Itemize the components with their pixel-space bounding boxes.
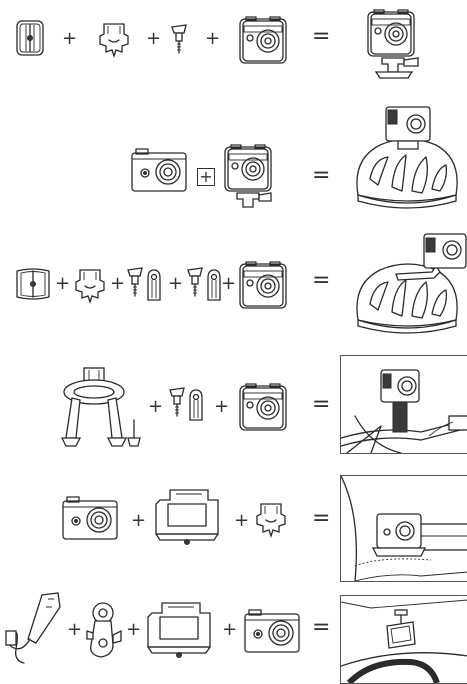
waterproof-case-icon	[239, 261, 287, 309]
plus-sign: +	[168, 273, 184, 294]
plus-sign: +	[148, 396, 164, 417]
buckle-mount-icon	[256, 503, 286, 537]
equals-sign: =	[312, 163, 331, 188]
plus-sign: +	[67, 619, 83, 640]
helmet-top-icon	[356, 106, 458, 209]
plus-sign: +	[126, 619, 142, 640]
step-handlebar-mount: + + =	[0, 350, 467, 460]
flat-adhesive-mount-icon	[16, 20, 44, 56]
buckle-mount-icon	[99, 23, 129, 57]
helmet-side-icon	[356, 233, 467, 334]
camera-icon	[62, 496, 118, 540]
plus-sign: +	[62, 28, 78, 49]
plus-sign: +	[131, 510, 147, 531]
equals-sign: =	[312, 506, 331, 531]
equals-sign: =	[312, 615, 331, 640]
bike-handlebar-icon	[340, 355, 467, 454]
camera-icon	[131, 148, 187, 192]
step-car-charger-mount: + + + =	[0, 585, 467, 684]
car-charger-icon	[5, 592, 61, 664]
step-strap-clip-mount: + + =	[0, 460, 467, 582]
equals-sign: =	[312, 24, 331, 49]
screw-and-pivot-arm-icon	[187, 267, 221, 301]
equals-sign: =	[312, 392, 331, 417]
plus-sign: +	[110, 273, 126, 294]
screw-and-pivot-arm-icon	[169, 387, 203, 421]
plus-sign: +	[205, 28, 221, 49]
plus-sign: +	[234, 510, 250, 531]
thumb-screw-icon	[171, 24, 187, 54]
screw-and-pivot-arm-icon	[127, 267, 161, 301]
plus-sign: +	[146, 28, 162, 49]
plus-sign: +	[221, 273, 237, 294]
waterproof-case-icon	[224, 144, 272, 208]
strap-clip-result-icon	[340, 475, 467, 582]
plus-sign: +	[214, 396, 230, 417]
plus-sign: +	[55, 273, 71, 294]
plus-sign: +	[222, 619, 238, 640]
clip-frame-icon	[147, 602, 211, 659]
case-on-flat-mount-icon	[367, 9, 419, 79]
step-helmet-top-mount: + =	[0, 105, 467, 215]
waterproof-case-icon	[239, 383, 287, 431]
step-flat-adhesive-mount: + + + =	[0, 0, 467, 80]
waterproof-case-icon	[239, 16, 287, 64]
suction-ball-joint-icon	[86, 602, 122, 658]
step-helmet-side-mount: + + + + =	[0, 230, 467, 340]
curved-adhesive-mount-icon	[16, 268, 50, 300]
equals-sign: =	[312, 268, 331, 293]
handlebar-mount-icon	[60, 367, 141, 447]
plus-sign: +	[197, 168, 215, 186]
dashboard-result-icon	[340, 595, 467, 684]
camera-icon	[244, 609, 300, 653]
clip-frame-icon	[155, 489, 219, 546]
buckle-mount-icon	[75, 269, 105, 303]
